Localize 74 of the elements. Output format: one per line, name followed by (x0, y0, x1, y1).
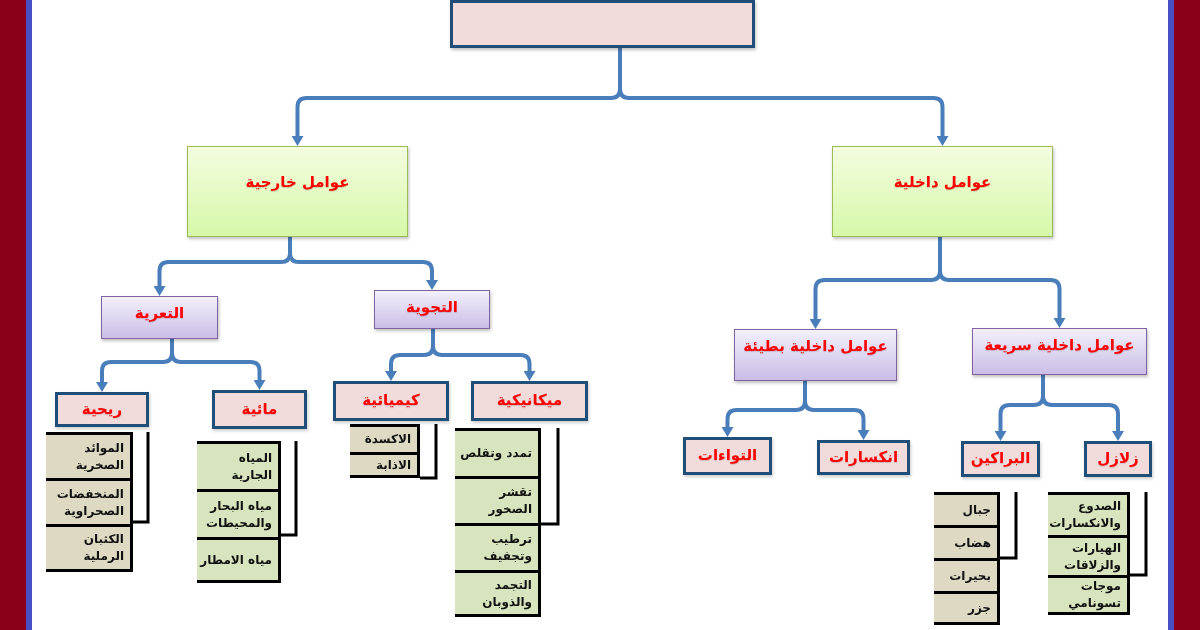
type-box (817, 440, 910, 475)
type-box (961, 441, 1040, 477)
list-cell (934, 525, 1000, 558)
cell-text: موجات تسونامي (1067, 578, 1121, 612)
connector-arrow (288, 237, 438, 290)
cell-text: بحيرات (949, 567, 991, 585)
box-label: عوامل داخلية سريعة (984, 336, 1135, 356)
subcategory-box (101, 296, 218, 339)
cell-text: الكثبان الرملية (82, 531, 124, 565)
box-label: انكسارات (828, 447, 899, 468)
box-shape (450, 0, 755, 48)
subcategory-box (734, 329, 897, 381)
box-label: ميكانيكية (496, 391, 563, 411)
type-box (212, 390, 307, 429)
type-box (55, 392, 149, 427)
cell-text: الاذابة (375, 456, 411, 474)
list-cell (46, 478, 133, 524)
box-label: البراكين (970, 449, 1031, 469)
type-box (1084, 441, 1152, 477)
list-cell (197, 441, 281, 489)
cell-text: هضاب (954, 534, 991, 552)
type-box (471, 381, 588, 421)
box-label: التجوية (406, 298, 458, 318)
box-label: التواءات (697, 446, 758, 466)
list-cell (46, 432, 133, 478)
box-label: كيميائية (362, 391, 420, 411)
cell-text: التجمد والذوبان (481, 576, 532, 611)
list-cell (1048, 575, 1130, 615)
cell-text: جبال (962, 501, 991, 519)
list-cell (934, 591, 1000, 625)
type-box (333, 381, 449, 421)
list-cell (934, 492, 1000, 525)
box-label: عوامل خارجية (245, 173, 350, 193)
box-label: زلازل (1097, 449, 1139, 469)
cell-text: ترطيب وتجفيف (482, 531, 532, 565)
list-cell (455, 570, 541, 617)
subcategory-box (374, 290, 490, 329)
cell-text: الهيارات والزلاقات (1063, 539, 1121, 574)
box-label: عوامل داخلية (893, 173, 992, 193)
list-cell (197, 537, 281, 583)
box-label: التعرية (134, 304, 185, 324)
type-box (683, 437, 772, 475)
connector-arrow (1041, 375, 1124, 441)
list-cell (46, 524, 133, 572)
cell-text: مياه البحار والمحيطات (205, 497, 272, 532)
list-cell (1048, 535, 1130, 575)
subcategory-box (972, 328, 1147, 375)
list-cell (350, 424, 420, 452)
cell-text: الصدوع والانكسارات (1049, 498, 1121, 532)
box-label: عوامل داخلية بطيئة (743, 337, 888, 357)
cell-text: الاكسدة (364, 431, 411, 448)
list-cell (455, 428, 541, 476)
cell-text: جزر (967, 599, 991, 617)
connector-arrow (803, 381, 870, 440)
list-cell (197, 489, 281, 537)
category-box (832, 146, 1053, 237)
cell-text: مياه الامطار (200, 551, 272, 569)
cell-text: تمدد وتقلص (460, 445, 532, 462)
list-cell (455, 523, 541, 570)
box-label: مائية (241, 399, 278, 420)
connector-arrow (938, 237, 1066, 328)
list-cell (455, 476, 541, 523)
cell-text: المنخفضات الصحراوية (55, 485, 124, 520)
cell-text: تقشر الصخور (487, 484, 532, 518)
category-box (187, 146, 408, 237)
list-cell (350, 452, 420, 478)
connector-arrow (618, 48, 949, 146)
connector-arrow (170, 339, 266, 390)
box-label: ريحية (81, 399, 123, 420)
list-cell (934, 558, 1000, 591)
connector-arrow (431, 329, 536, 381)
cell-text: الموائد الصخرية (74, 439, 124, 474)
cell-text: المياه الجارية (230, 449, 272, 484)
list-cell (1048, 492, 1130, 535)
